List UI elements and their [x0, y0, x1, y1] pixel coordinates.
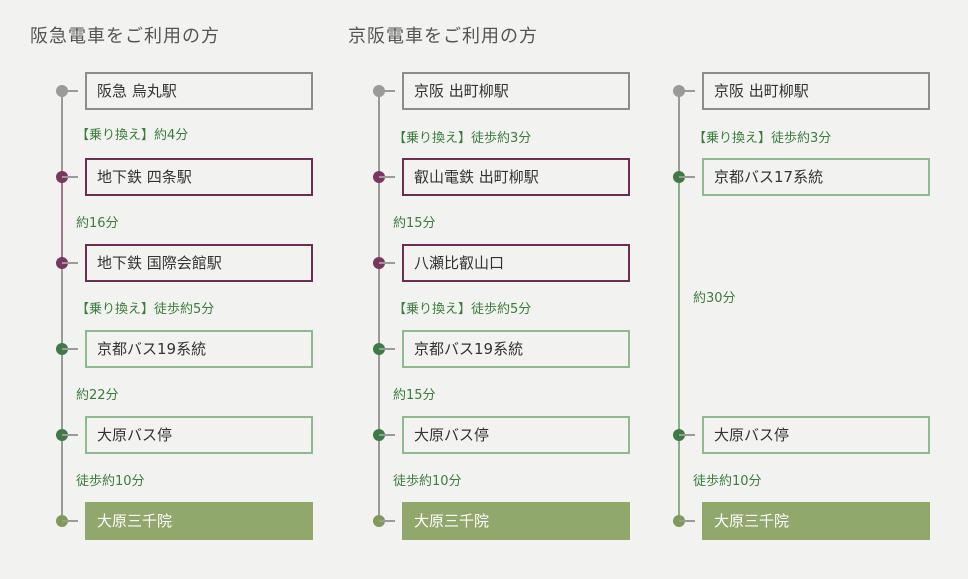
connector	[379, 90, 395, 92]
destination-box: 大原三千院	[702, 502, 930, 540]
connector	[379, 434, 395, 436]
transfer-note: 【乗り換え】徒歩約5分	[393, 302, 532, 317]
destination-box: 大原三千院	[85, 502, 313, 540]
connector	[679, 90, 695, 92]
transfer-note: 【乗り換え】徒歩約3分	[393, 131, 532, 146]
connector	[62, 176, 78, 178]
station-box: 大原バス停	[85, 416, 313, 454]
route-line	[678, 177, 680, 521]
route-keihan-eizan: 京阪 出町柳駅 【乗り換え】徒歩約3分 叡山電鉄 出町柳駅 約15分 八瀬比叡山…	[373, 0, 679, 579]
station-box: 京阪 出町柳駅	[702, 72, 930, 110]
transfer-note: 約30分	[693, 291, 736, 306]
connector	[379, 520, 395, 522]
transfer-note: 【乗り換え】徒歩約3分	[693, 131, 832, 146]
station-box: 阪急 烏丸駅	[85, 72, 313, 110]
route-line	[61, 177, 63, 263]
station-box: 叡山電鉄 出町柳駅	[402, 158, 630, 196]
transfer-note: 徒歩約10分	[76, 474, 145, 489]
connector	[62, 434, 78, 436]
route-line	[378, 91, 380, 521]
station-box: 京都バス19系統	[402, 330, 630, 368]
station-box: 地下鉄 国際会館駅	[85, 244, 313, 282]
station-box: 地下鉄 四条駅	[85, 158, 313, 196]
connector	[679, 520, 695, 522]
transfer-note: 約15分	[393, 388, 436, 403]
transfer-note: 【乗り換え】徒歩約5分	[76, 302, 215, 317]
route-hankyu: 阪急 烏丸駅 【乗り換え】約4分 地下鉄 四条駅 約16分 地下鉄 国際会館駅 …	[56, 0, 362, 579]
transfer-note: 約22分	[76, 388, 119, 403]
connector	[379, 262, 395, 264]
connector	[379, 348, 395, 350]
station-box: 大原バス停	[402, 416, 630, 454]
transfer-note: 約16分	[76, 216, 119, 231]
route-line	[61, 91, 63, 177]
station-box: 八瀬比叡山口	[402, 244, 630, 282]
route-line	[678, 91, 680, 177]
connector	[62, 90, 78, 92]
connector	[679, 434, 695, 436]
connector	[379, 176, 395, 178]
station-box: 大原バス停	[702, 416, 930, 454]
connector	[679, 176, 695, 178]
heading-hankyu: 阪急電車をご利用の方	[30, 26, 220, 47]
connector	[62, 262, 78, 264]
connector	[62, 520, 78, 522]
heading-keihan: 京阪電車をご利用の方	[348, 26, 538, 47]
transfer-note: 徒歩約10分	[393, 474, 462, 489]
route-line	[61, 263, 63, 521]
connector	[62, 348, 78, 350]
transfer-note: 約15分	[393, 216, 436, 231]
route-keihan-bus17: 京阪 出町柳駅 【乗り換え】徒歩約3分 京都バス17系統 約30分 大原バス停 …	[673, 0, 968, 579]
transfer-note: 【乗り換え】約4分	[76, 128, 189, 143]
station-box: 京都バス19系統	[85, 330, 313, 368]
station-box: 京阪 出町柳駅	[402, 72, 630, 110]
station-box: 京都バス17系統	[702, 158, 930, 196]
destination-box: 大原三千院	[402, 502, 630, 540]
transfer-note: 徒歩約10分	[693, 474, 762, 489]
